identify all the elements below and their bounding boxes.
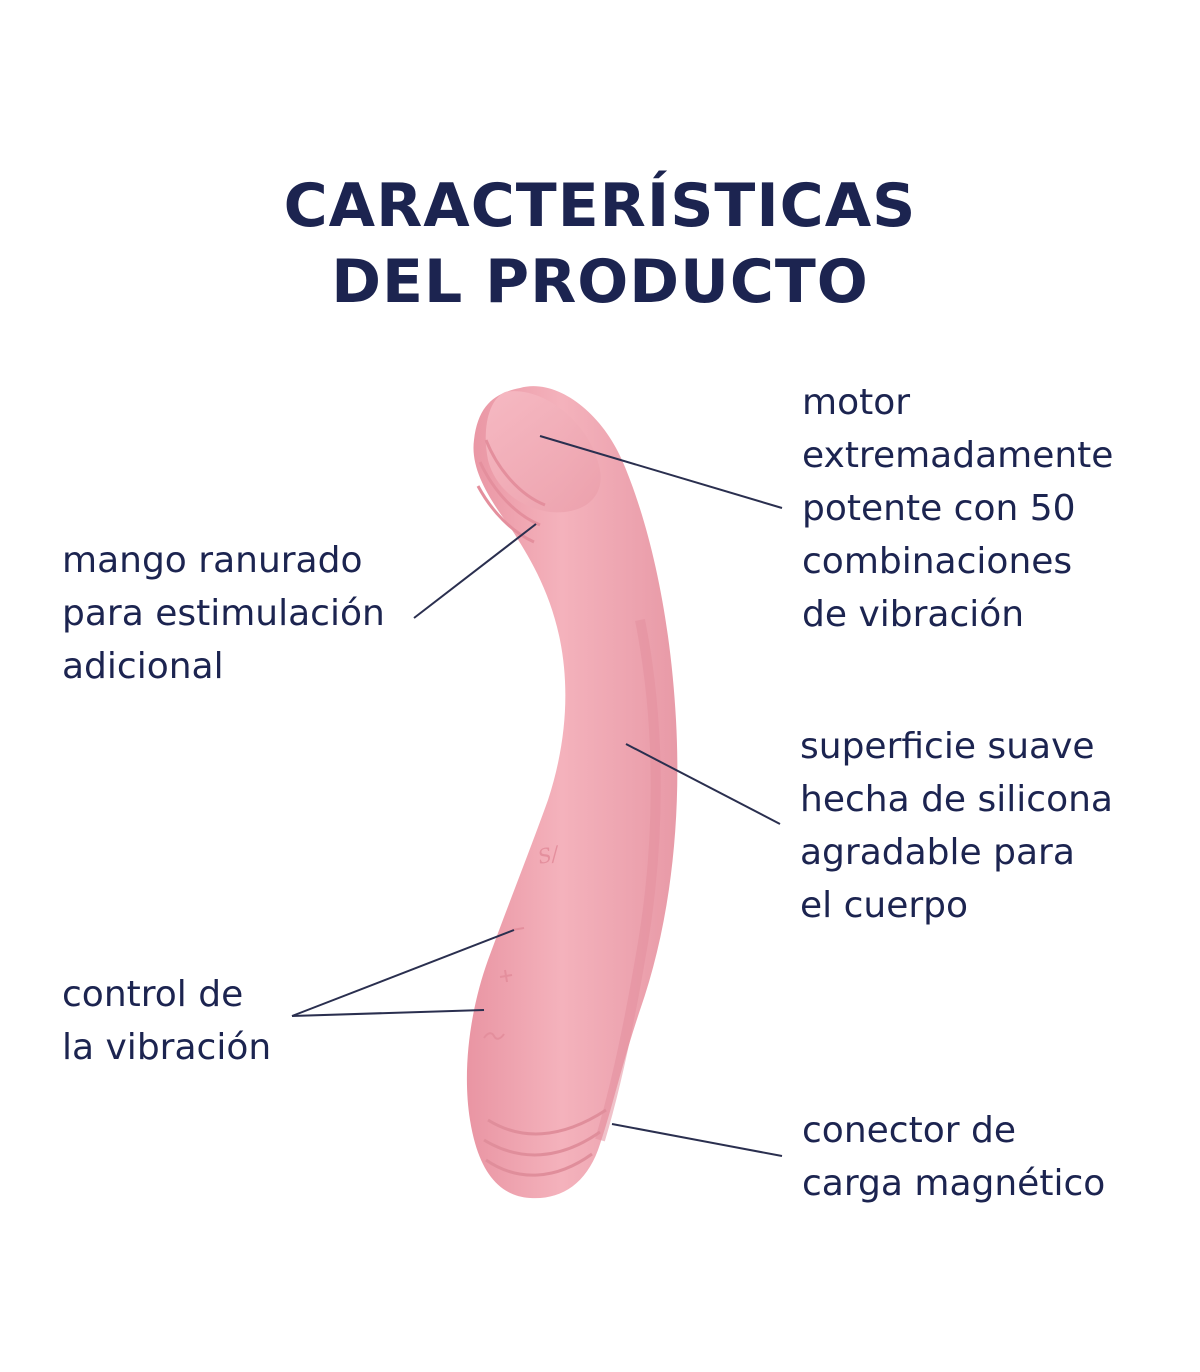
- callout-line: el cuerpo: [800, 885, 969, 926]
- grooved-ridge: [478, 461, 541, 527]
- base-ridge: [485, 1152, 593, 1177]
- leader-line-charger: [611, 1123, 783, 1157]
- callout-line: control de: [62, 974, 244, 1015]
- page-title: CARACTERÍSTICAS DEL PRODUCTO: [0, 168, 1200, 320]
- leader-line-control-2: [291, 1009, 485, 1017]
- callout-line: agradable para: [800, 832, 1075, 873]
- leader-line-grooved: [413, 523, 537, 619]
- callout-motor: motor extremadamente potente con 50 comb…: [802, 376, 1113, 641]
- product-body: [466, 386, 678, 1199]
- callout-grooved-handle: mango ranurado para estimulación adicion…: [62, 534, 385, 693]
- callout-line: mango ranurado: [62, 540, 363, 581]
- callout-line: hecha de silicona: [800, 779, 1113, 820]
- callout-line: superficie suave: [800, 726, 1095, 767]
- callout-line: la vibración: [62, 1027, 272, 1068]
- callout-line: para estimulación: [62, 593, 385, 634]
- callout-vibration-control: control de la vibración: [62, 968, 271, 1074]
- grooved-ridge: [476, 485, 535, 544]
- callout-line: conector de: [802, 1110, 1016, 1151]
- callout-line: adicional: [62, 646, 224, 687]
- minus-icon: [511, 927, 525, 931]
- page-title-line-2: DEL PRODUCTO: [331, 247, 869, 317]
- callout-line: de vibración: [802, 594, 1025, 635]
- callout-surface: superficie suave hecha de silicona agrad…: [800, 720, 1113, 932]
- plus-icon: [499, 969, 513, 983]
- product-side-shadow: [595, 619, 661, 1142]
- callout-charger: conector de carga magnético: [802, 1104, 1105, 1210]
- page-title-line-1: CARACTERÍSTICAS: [283, 171, 917, 241]
- callout-line: carga magnético: [802, 1163, 1106, 1204]
- callout-line: motor: [802, 382, 911, 423]
- leader-line-motor: [539, 435, 783, 509]
- leader-line-surface: [625, 743, 781, 825]
- callout-line: combinaciones: [802, 541, 1073, 582]
- base-ridge: [487, 1108, 607, 1136]
- leader-line-control-1: [291, 929, 515, 1017]
- callout-line: potente con 50: [802, 488, 1076, 529]
- base-ridge: [483, 1130, 601, 1157]
- grooved-ridge: [484, 439, 546, 507]
- wave-mode-icon: [483, 1032, 505, 1040]
- callout-line: extremadamente: [802, 435, 1114, 476]
